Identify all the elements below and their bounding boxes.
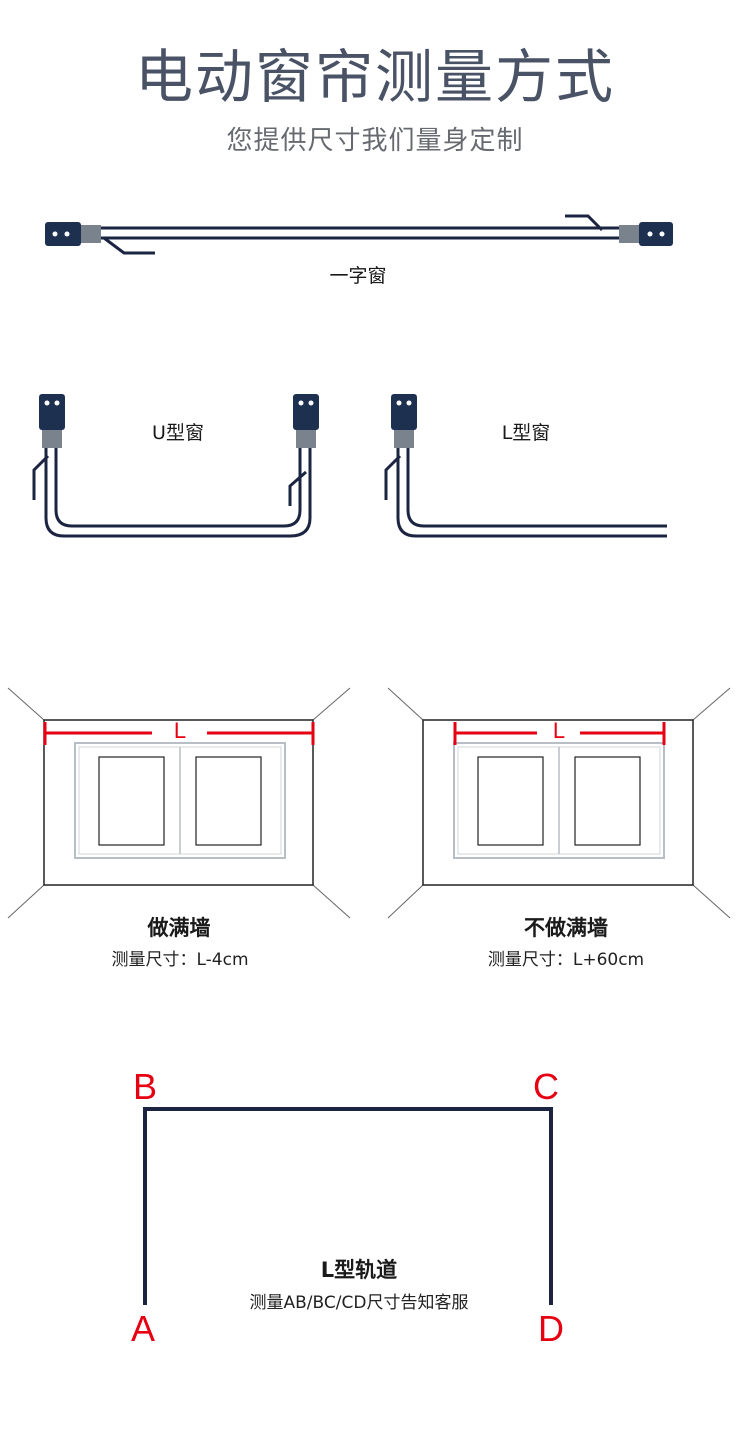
point-b-label: B <box>133 1066 158 1107</box>
u-track-diagram <box>32 394 319 538</box>
straight-track-diagram <box>45 214 673 255</box>
power-cord-left <box>103 236 155 255</box>
l-rail-diagram <box>143 1107 553 1305</box>
page-subtitle: 您提供尺寸我们量身定制 <box>226 126 524 156</box>
straight-track-label: 一字窗 <box>329 265 387 287</box>
power-cord-right <box>565 214 604 232</box>
partial-wall-title: 不做满墙 <box>524 916 608 940</box>
u-motor-left-icon <box>39 394 65 430</box>
l-track-label: L型窗 <box>501 422 551 444</box>
connector-right <box>619 225 639 243</box>
wall-diagram-partial <box>387 687 731 919</box>
dimension-l-right: L <box>552 718 566 743</box>
wall-diagram-full <box>7 687 351 919</box>
l-rail-note: 测量AB/BC/CD尺寸告知客服 <box>249 1293 469 1313</box>
point-d-label: D <box>538 1308 564 1349</box>
u-track-label: U型窗 <box>152 422 204 444</box>
point-c-label: C <box>533 1066 559 1107</box>
full-wall-title: 做满墙 <box>147 916 211 940</box>
motor-right-icon <box>639 222 673 246</box>
point-a-label: A <box>131 1308 156 1349</box>
dimension-l-left: L <box>173 718 187 743</box>
u-motor-right-icon <box>293 394 319 430</box>
connector-left <box>81 225 101 243</box>
l-rail-title: L型轨道 <box>320 1258 398 1282</box>
motor-left-icon <box>45 222 81 246</box>
l-motor-icon <box>391 394 417 430</box>
l-track-diagram <box>384 394 667 538</box>
full-wall-measure: 测量尺寸：L-4cm <box>111 950 249 970</box>
partial-wall-measure: 测量尺寸：L+60cm <box>487 950 645 970</box>
page-title: 电动窗帘测量方式 <box>134 43 615 111</box>
